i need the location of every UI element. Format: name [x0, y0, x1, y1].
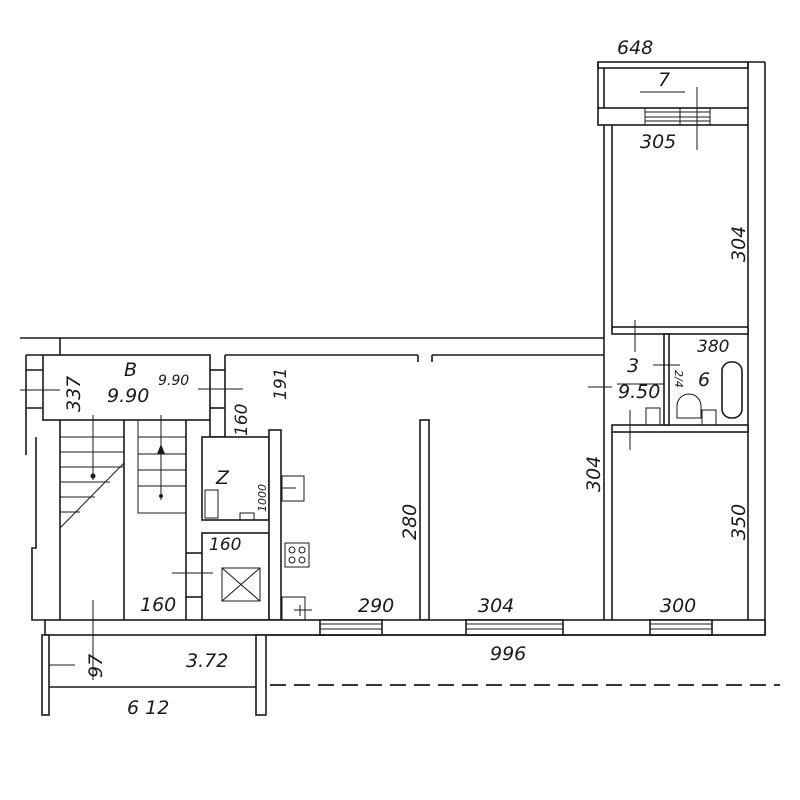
- window-top: [644, 108, 711, 125]
- dim-mid-room-width: 304: [478, 595, 514, 617]
- hall-label: 3: [627, 355, 639, 377]
- stair-label: B: [124, 359, 137, 381]
- ventilation-shaft-icon: [221, 567, 261, 602]
- bath-note: 2/4: [672, 370, 685, 388]
- dim-top-room-width: 305: [640, 131, 676, 153]
- bath-label: 6: [698, 369, 710, 391]
- bathtub-icon: [721, 361, 743, 419]
- dim-total-width: 996: [490, 643, 526, 665]
- wc-dim: 1000: [256, 484, 269, 512]
- toilet-icon: [676, 393, 702, 419]
- dim-stair-width: 160: [140, 594, 176, 616]
- wc-label: Z: [215, 467, 230, 489]
- right-wing-walls: [588, 61, 766, 635]
- stair-area: 9.90: [107, 385, 149, 407]
- dim-left-room-width: 290: [358, 595, 394, 617]
- dim-right-room-depth: 350: [728, 504, 750, 540]
- main-walls: [20, 337, 766, 680]
- dim-bath-width: 380: [697, 337, 729, 357]
- dim-kitchen-depth: 191: [271, 368, 291, 400]
- dim-mid-room-depth: 304: [583, 456, 605, 492]
- balcony-top-label: 7: [658, 69, 670, 91]
- sink-icon: [701, 409, 717, 426]
- toilet-icon: [204, 489, 219, 519]
- staircase: [59, 415, 187, 529]
- balcony-area: 3.72: [186, 650, 228, 672]
- dim-balcony-depth: 97: [85, 654, 107, 678]
- sink-icon: [645, 407, 661, 426]
- hall-area: 9.50: [618, 381, 660, 403]
- dim-balcony-width: 6 12: [127, 697, 169, 719]
- dim-top-width: 648: [617, 37, 653, 59]
- dim-corridor: 160: [232, 404, 252, 436]
- dim-shaft: 160: [209, 535, 241, 555]
- dim-top-room-depth: 304: [728, 226, 750, 262]
- stove-icon: [284, 542, 310, 568]
- balcony: [41, 634, 780, 716]
- dim-right-room-width: 300: [660, 595, 696, 617]
- windows: [319, 619, 713, 636]
- stair-area-small: 9.90: [158, 373, 189, 389]
- dim-left-room-depth: 280: [399, 504, 421, 540]
- dim-stair-depth: 337: [63, 376, 85, 412]
